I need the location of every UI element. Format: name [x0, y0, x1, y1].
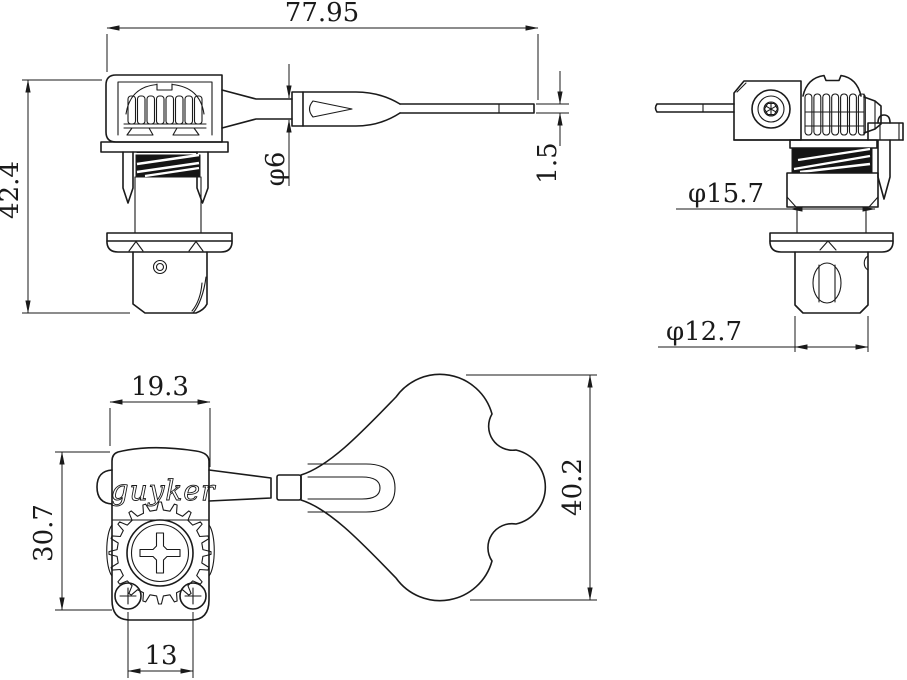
dim-housing-width: 19.3 — [109, 372, 211, 467]
front-view-mount-screws — [114, 582, 207, 610]
dim-housing-height-label: 30.7 — [29, 504, 59, 562]
front-view-key-button — [208, 373, 547, 602]
back-view-bushing — [786, 139, 879, 234]
dim-housing-width-label: 19.3 — [131, 372, 189, 402]
back-view-housing — [733, 80, 802, 141]
back-view: φ15.7 φ12.7 — [654, 74, 904, 352]
front-view: guyker 19.3 — [29, 372, 597, 678]
dim-overall-height-label: 42.4 — [0, 161, 25, 219]
front-view-gear — [108, 501, 212, 605]
dim-overall-width: 77.95 — [106, 0, 539, 100]
dim-screw-spacing: 13 — [127, 612, 194, 678]
dim-shaft-diameter: φ6 — [261, 64, 292, 187]
side-view-housing — [105, 74, 223, 143]
dim-shaft-diameter-label: φ6 — [261, 152, 291, 187]
front-view-housing: guyker — [96, 446, 216, 621]
dim-bushing-diameter: φ15.7 — [676, 179, 876, 212]
back-view-key-lever — [654, 103, 735, 113]
side-view-worm-gear — [123, 95, 207, 136]
dim-bushing-diameter-label: φ15.7 — [688, 179, 764, 209]
hex-socket-detail — [763, 101, 779, 117]
brand-logo: guyker — [111, 474, 216, 507]
side-view-bushing — [100, 141, 229, 234]
side-view-string-post — [132, 251, 208, 314]
dim-post-diameter-label: φ12.7 — [666, 317, 742, 347]
dim-blade-thickness-label: 1.5 — [533, 142, 563, 183]
side-view-key-shaft — [221, 89, 535, 129]
dim-button-length-label: 40.2 — [558, 458, 588, 516]
back-view-worm-gear — [802, 74, 882, 136]
side-view: 77.95 42.4 φ6 1.5 — [0, 0, 569, 314]
mount-pin — [877, 114, 891, 200]
dim-overall-width-label: 77.95 — [285, 0, 359, 28]
phillips-screw-cross — [139, 532, 181, 574]
dim-post-diameter: φ12.7 — [658, 316, 869, 352]
dim-screw-spacing-label: 13 — [144, 641, 177, 671]
side-view-washer-nut — [106, 232, 233, 253]
dim-blade-thickness: 1.5 — [533, 71, 569, 184]
back-view-washer-nut — [769, 232, 894, 253]
back-view-string-post — [794, 251, 869, 314]
dim-overall-height: 42.4 — [0, 79, 130, 314]
dim-housing-height: 30.7 — [29, 451, 112, 611]
dim-button-length: 40.2 — [466, 374, 597, 601]
